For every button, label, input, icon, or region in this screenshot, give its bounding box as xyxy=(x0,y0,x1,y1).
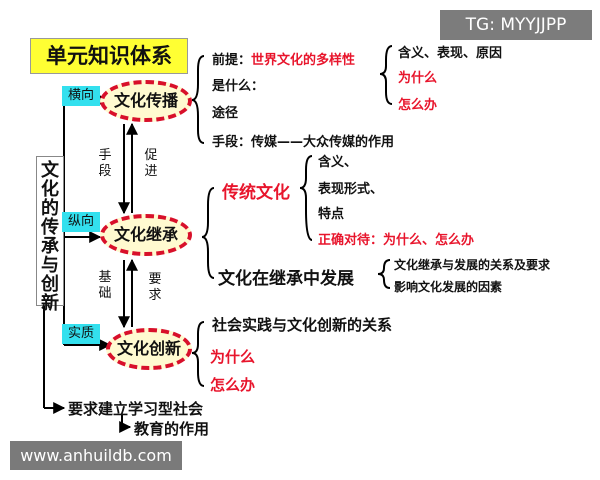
label-promote-char-1: 促 xyxy=(144,148,158,163)
page-title: 单元知识体系 xyxy=(30,38,188,74)
label-require-char-2: 求 xyxy=(148,288,162,303)
premise-value: 世界文化的多样性 xyxy=(251,53,356,68)
node-culture-inherit: 文化继承 xyxy=(100,214,192,256)
label-require-char-1: 要 xyxy=(148,272,162,287)
traditional-features: 特点 xyxy=(318,207,345,222)
node-culture-innovate: 文化创新 xyxy=(106,328,192,370)
label-basis-char-1: 基 xyxy=(98,270,112,285)
label-means: 手 段 xyxy=(98,148,112,180)
traditional-forms: 表现形式、 xyxy=(318,182,384,197)
practice-relation: 社会实践与文化创新的关系 xyxy=(212,316,393,334)
tag-horizontal: 横向 xyxy=(62,86,100,106)
innovate-why: 为什么 xyxy=(210,348,256,366)
label-basis-char-2: 础 xyxy=(98,286,112,301)
innovate-how: 怎么办 xyxy=(210,376,256,394)
side-label: 文化的传承与创新 xyxy=(36,156,64,313)
spread-content: 含义、表现、原因 xyxy=(398,46,503,61)
education-role: 教育的作用 xyxy=(134,420,210,438)
node-culture-spread: 文化传播 xyxy=(100,80,192,122)
route: 途径 xyxy=(212,106,239,121)
develop-relation: 文化继承与发展的关系及要求 xyxy=(394,258,551,272)
tag-vertical: 纵向 xyxy=(62,212,100,232)
label-means-char-2: 段 xyxy=(98,164,112,179)
label-promote-char-2: 进 xyxy=(144,164,158,179)
watermark-top: TG: MYYJJPP xyxy=(440,10,592,40)
premise-label: 前提： xyxy=(212,53,252,68)
develop-in-inherit: 文化在继承中发展 xyxy=(218,269,354,289)
means-media: 手段：传媒——大众传媒的作用 xyxy=(212,135,395,150)
spread-why: 为什么 xyxy=(398,71,438,86)
spread-how: 怎么办 xyxy=(398,98,438,113)
what-is: 是什么： xyxy=(212,79,265,94)
tag-essence: 实质 xyxy=(62,324,100,344)
label-promote: 促 进 xyxy=(144,148,158,180)
label-means-char-1: 手 xyxy=(98,148,112,163)
traditional-correct: 正确对待：为什么、怎么办 xyxy=(318,233,475,248)
learning-society: 要求建立学习型社会 xyxy=(68,400,204,418)
traditional-meaning: 含义、 xyxy=(318,155,358,170)
premise-line: 前提：世界文化的多样性 xyxy=(212,49,355,68)
label-basis: 基 础 xyxy=(98,270,112,302)
develop-factors: 影响文化发展的因素 xyxy=(394,280,503,294)
label-require: 要 求 xyxy=(148,272,162,304)
watermark-bottom: www.anhuildb.com xyxy=(10,441,182,470)
traditional-culture: 传统文化 xyxy=(222,183,290,203)
